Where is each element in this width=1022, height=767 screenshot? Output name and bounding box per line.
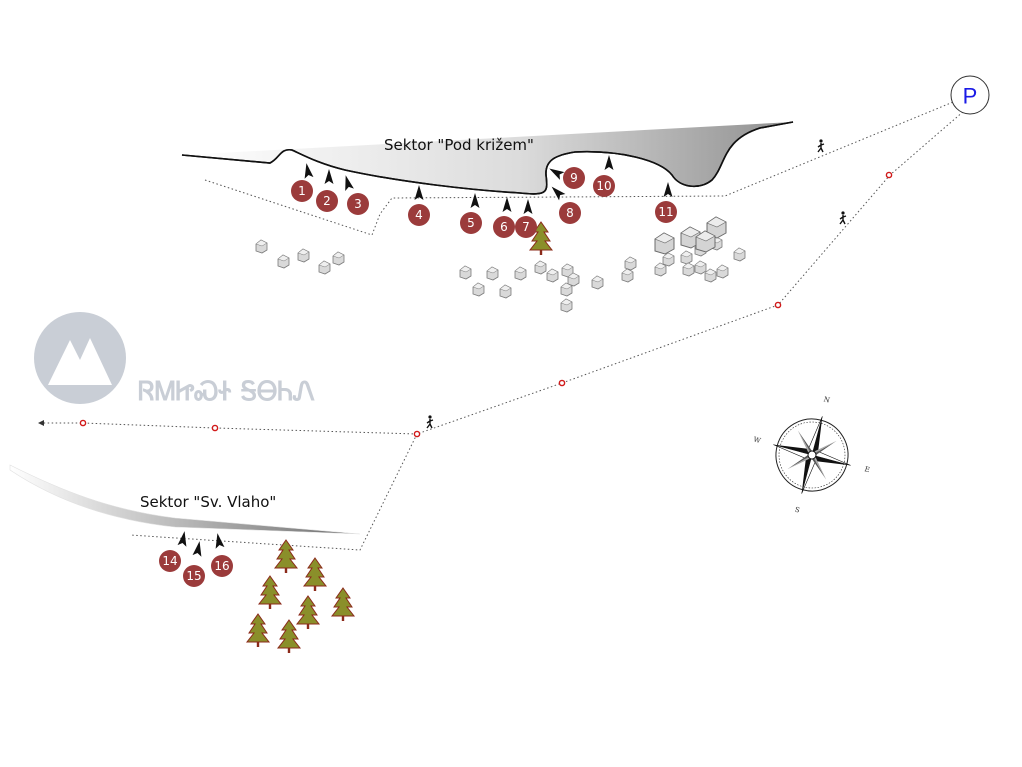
svg-text:5: 5 bbox=[467, 216, 475, 230]
svg-text:9: 9 bbox=[570, 171, 578, 185]
route-marker-11[interactable]: 11 bbox=[655, 201, 677, 223]
svg-text:8: 8 bbox=[566, 206, 574, 220]
rock-face-sv-vlaho bbox=[9, 464, 361, 535]
sector-title-pod-krizem: Sektor "Pod križem" bbox=[384, 136, 534, 154]
waypoint bbox=[774, 301, 782, 309]
compass-e: E bbox=[864, 465, 871, 474]
svg-text:16: 16 bbox=[214, 559, 229, 573]
svg-text:15: 15 bbox=[186, 569, 201, 583]
hiker-icon bbox=[839, 210, 847, 225]
parking-marker[interactable]: P bbox=[950, 75, 990, 115]
route-marker-4[interactable]: 4 bbox=[408, 204, 430, 226]
compass-n: N bbox=[823, 395, 831, 404]
route-marker-3[interactable]: 3 bbox=[347, 193, 369, 215]
parking-label: P bbox=[963, 84, 978, 109]
route-marker-5[interactable]: 5 bbox=[460, 212, 482, 234]
svg-text:10: 10 bbox=[596, 179, 611, 193]
logo-text: ᏒᎷᏥᏍᏐ ᎦᎾᏂᏁ bbox=[138, 377, 315, 407]
svg-text:3: 3 bbox=[354, 197, 362, 211]
sector-title-sv-vlaho: Sektor "Sv. Vlaho" bbox=[140, 493, 276, 511]
waypoint bbox=[558, 379, 566, 387]
compass-s: S bbox=[794, 506, 801, 515]
compass-rose: N E S W bbox=[752, 395, 871, 515]
compass-w: W bbox=[752, 435, 762, 445]
path-arrow-west bbox=[38, 420, 44, 426]
route-marker-14[interactable]: 14 bbox=[159, 550, 181, 572]
svg-text:4: 4 bbox=[415, 208, 423, 222]
route-marker-15[interactable]: 15 bbox=[183, 565, 205, 587]
route-marker-10[interactable]: 10 bbox=[593, 175, 615, 197]
waypoint bbox=[79, 419, 87, 427]
route-marker-9[interactable]: 9 bbox=[563, 167, 585, 189]
waypoint bbox=[211, 424, 219, 432]
route-marker-1[interactable]: 1 bbox=[291, 180, 313, 202]
svg-text:2: 2 bbox=[323, 194, 331, 208]
path-waypoints bbox=[79, 171, 893, 438]
logo-watermark: ᏒᎷᏥᏍᏐ ᎦᎾᏂᏁ bbox=[34, 312, 315, 407]
parking-circle bbox=[950, 75, 990, 115]
route-marker-7[interactable]: 7 bbox=[515, 216, 537, 238]
route-marker-16[interactable]: 16 bbox=[211, 555, 233, 577]
waypoint bbox=[413, 430, 421, 438]
svg-text:6: 6 bbox=[500, 220, 508, 234]
svg-text:1: 1 bbox=[298, 184, 306, 198]
hiker-icon bbox=[426, 414, 434, 429]
rock-face-pod-krizem bbox=[181, 121, 794, 195]
waypoint bbox=[885, 171, 893, 179]
route-marker-6[interactable]: 6 bbox=[493, 216, 515, 238]
route-markers: 1 2 3 4 5 6 7 8 9 10 11 14 15 16 bbox=[159, 167, 677, 587]
route-marker-8[interactable]: 8 bbox=[559, 202, 581, 224]
route-marker-2[interactable]: 2 bbox=[316, 190, 338, 212]
path-base-upper bbox=[204, 99, 959, 236]
logo-circle bbox=[34, 312, 126, 404]
mountain-icon bbox=[48, 338, 112, 385]
path-sv-vlaho bbox=[129, 433, 418, 551]
svg-text:14: 14 bbox=[162, 554, 177, 568]
svg-text:7: 7 bbox=[522, 220, 530, 234]
hiker-icon bbox=[817, 138, 825, 153]
svg-text:11: 11 bbox=[658, 205, 673, 219]
path-west bbox=[38, 422, 418, 435]
